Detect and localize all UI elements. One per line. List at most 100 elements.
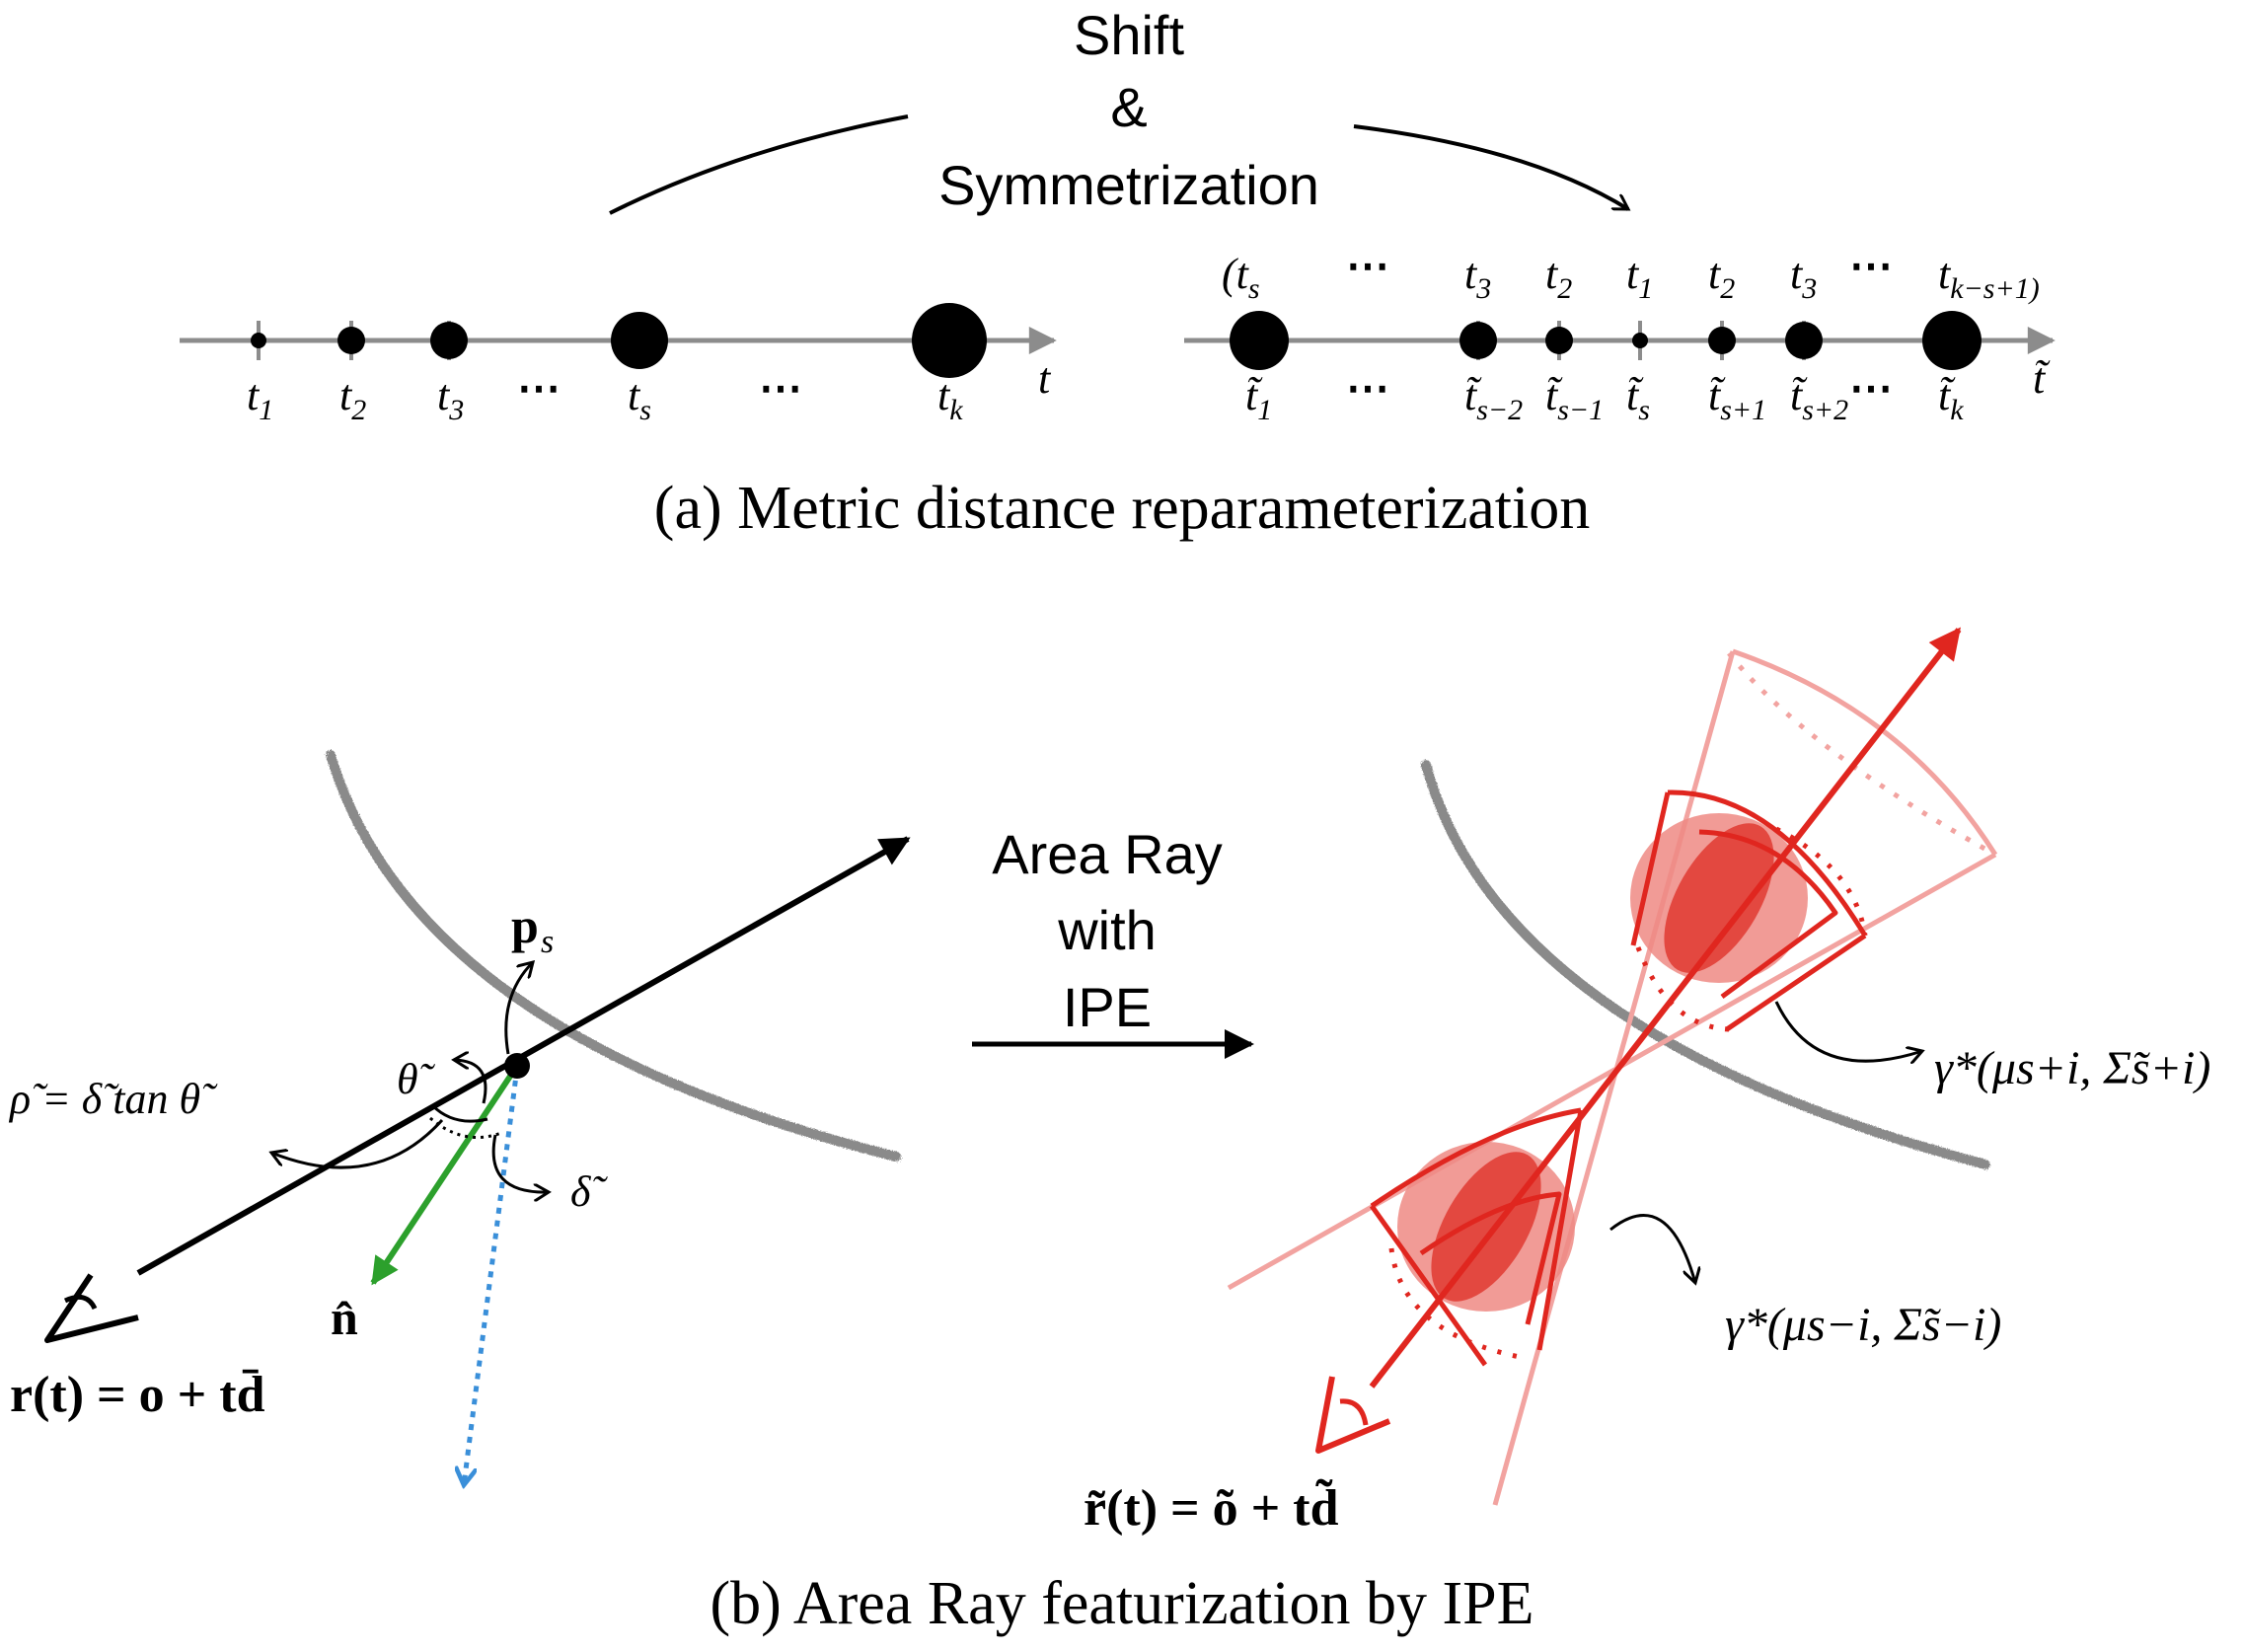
- gaussian-top: [1630, 813, 1808, 983]
- delta-pointer: [491, 1134, 549, 1192]
- left-sample-dot: [611, 312, 668, 369]
- shift-label: Shift: [1074, 4, 1184, 66]
- transform-label-line3: IPE: [1063, 976, 1152, 1038]
- gamma-top-label: γ*(μs+i, Σ̃s+i): [1934, 1042, 2210, 1094]
- left-sample-dot: [912, 303, 987, 378]
- right-sample-dot: [1785, 322, 1823, 359]
- right-bottom-label: t̃s+1: [1708, 371, 1766, 426]
- right-sample-dot: [1632, 333, 1648, 348]
- ps-pointer: [504, 962, 533, 1055]
- left-sample-dot: [337, 327, 365, 354]
- left-axis-samples: [251, 303, 987, 378]
- normal-label: n̂: [331, 1290, 358, 1345]
- left-axis-label: t: [1038, 354, 1052, 403]
- panel-b-left: p s θ̃ ρ̃ = δ̃ tan θ̃ δ̃ n̂ r(t) = o + t…: [8, 750, 911, 1485]
- symmetrization-label: Symmetrization: [938, 154, 1319, 216]
- right-sample-dot: [1922, 311, 1982, 370]
- surface-curve-right: [1421, 760, 1990, 1169]
- transform-label-line1: Area Ray: [992, 823, 1222, 885]
- right-top-label: t3: [1464, 250, 1491, 305]
- left-tick-sub: 1: [259, 394, 273, 426]
- right-axis-samples: [1230, 311, 1982, 370]
- caption-a: (a) Metric distance reparameterization: [654, 475, 1590, 542]
- red-camera-icon: [1315, 1376, 1391, 1454]
- transform-arrow-group: Area Ray with IPE: [972, 823, 1254, 1059]
- right-bottom-label: t̃1: [1245, 371, 1272, 426]
- gamma-bottom-label: γ*(μs−i, Σ̃s−i): [1725, 1299, 2001, 1351]
- left-tick-label: ⋯: [517, 364, 561, 413]
- right-bottom-label: ⋯: [1346, 364, 1389, 413]
- right-bottom-label: t̃k: [1938, 371, 1964, 426]
- right-top-sub: 3: [1801, 272, 1817, 305]
- left-tick-label: ts: [628, 371, 651, 426]
- right-top-sub: s: [1248, 272, 1260, 305]
- right-bottom-sub: 1: [1257, 394, 1272, 426]
- right-top-label: ⋯: [1849, 242, 1893, 290]
- caption-b: (b) Area Ray featurization by IPE: [711, 1570, 1534, 1637]
- right-top-label: t1: [1626, 250, 1653, 305]
- right-sample-dot: [1230, 311, 1289, 370]
- rho-pointer: [271, 1118, 444, 1169]
- left-tick-sub: 2: [351, 394, 366, 426]
- right-sample-dot: [1545, 327, 1573, 354]
- right-top-label: (ts: [1222, 250, 1260, 305]
- left-tick-sub: s: [639, 394, 651, 426]
- surface-curve: [326, 750, 901, 1162]
- area-ray-equation: r̃(t) = õ + td̃: [1084, 1478, 1339, 1537]
- left-tick-label: t2: [339, 371, 366, 426]
- right-axis-label: t̃: [2033, 354, 2051, 403]
- right-bottom-label: t̃s+2: [1790, 371, 1848, 426]
- shift-arrow-left-arc: [609, 114, 909, 215]
- right-bottom-label: t̃s: [1626, 371, 1650, 426]
- right-top-sub: 2: [1720, 272, 1735, 305]
- panel-b-right: γ*(μs+i, Σ̃s+i) γ*(μs−i, Σ̃s−i) r̃(t) = …: [1084, 627, 2210, 1537]
- red-camera-arc: [1339, 1398, 1369, 1426]
- area-ray-center: [1369, 627, 1962, 1389]
- camera-angle-arc: [63, 1294, 98, 1311]
- right-top-sub: k−s+1): [1950, 272, 2039, 305]
- right-bottom-sub: s+2: [1802, 394, 1848, 426]
- ps-label: p: [511, 898, 539, 953]
- left-tick-label: t1: [247, 371, 273, 426]
- left-tick-sub: k: [949, 394, 963, 426]
- left-axis-labels: t1 t2 t3 ⋯ ts ⋯ tk: [247, 364, 963, 426]
- right-bottom-label: t̃s−1: [1545, 371, 1604, 426]
- theta-label: θ̃: [397, 1055, 436, 1103]
- right-bottom-label: t̃s−2: [1464, 371, 1523, 426]
- left-tick-label: ⋯: [759, 364, 802, 413]
- theta-pointer: [454, 1060, 487, 1104]
- right-top-label: t3: [1790, 250, 1817, 305]
- right-bottom-sub: s: [1638, 394, 1650, 426]
- right-top-sub: 2: [1557, 272, 1572, 305]
- left-tick-sub: 3: [448, 394, 464, 426]
- right-top-sub: 3: [1475, 272, 1491, 305]
- right-top-label: ⋯: [1346, 242, 1389, 290]
- ps-sub: s: [541, 924, 554, 960]
- left-sample-dot: [251, 333, 266, 348]
- rho-equation: ρ̃ = δ̃ tan θ̃: [8, 1075, 218, 1123]
- left-sample-dot: [430, 322, 468, 359]
- left-tick-label: t3: [437, 371, 464, 426]
- right-bottom-sub: s−2: [1476, 394, 1523, 426]
- left-tick-label: tk: [937, 371, 963, 426]
- right-bottom-sub: s+1: [1720, 394, 1766, 426]
- shift-arrow-right-arc: [1353, 124, 1628, 211]
- gamma-top-pointer: [1774, 1001, 1922, 1061]
- right-bottom-sub: s−1: [1557, 394, 1604, 426]
- right-top-label: t2: [1708, 250, 1735, 305]
- right-bottom-label: ⋯: [1849, 364, 1893, 413]
- ray-equation: r(t) = o + td̄: [10, 1367, 265, 1423]
- right-sample-dot: [1459, 322, 1497, 359]
- surface-point: [504, 1053, 530, 1079]
- right-top-label: t2: [1545, 250, 1572, 305]
- angle-arc-small: [430, 1103, 488, 1123]
- reflection-direction: [464, 1067, 520, 1485]
- right-bottom-sub: k: [1950, 394, 1964, 426]
- right-top-sub: 1: [1638, 272, 1653, 305]
- ampersand-label: &: [1110, 76, 1147, 138]
- right-sample-dot: [1708, 327, 1736, 354]
- transform-label-line2: with: [1057, 899, 1157, 961]
